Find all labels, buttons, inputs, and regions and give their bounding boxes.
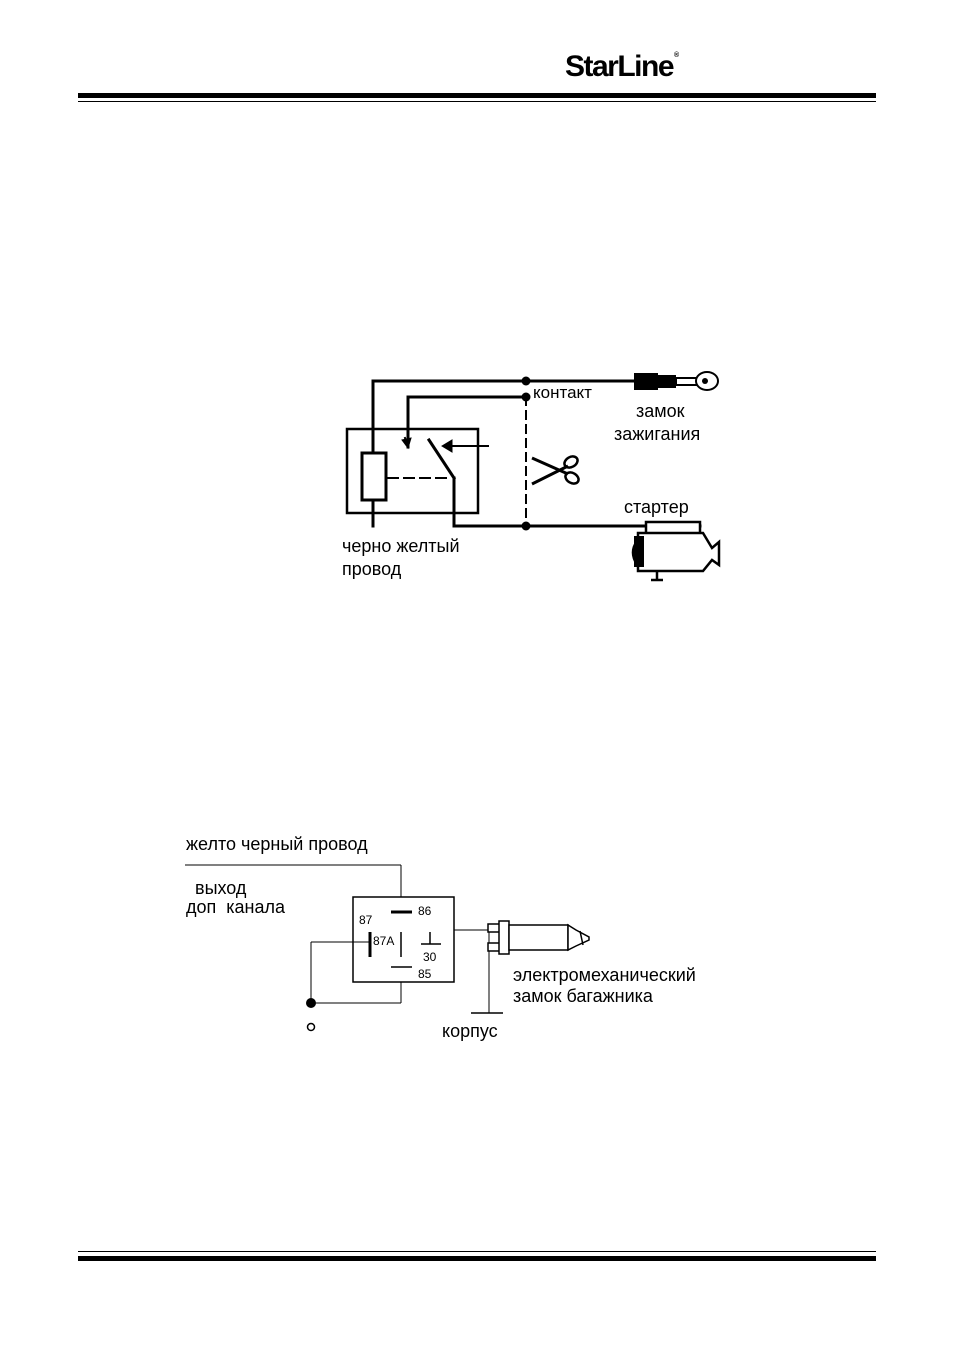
- connector-dot-filled: [306, 998, 316, 1008]
- label-output-1: выход: [195, 879, 246, 898]
- pin-86: 86: [418, 905, 431, 918]
- relay-icon: [353, 897, 454, 982]
- pin-85: 85: [418, 968, 431, 981]
- pin-30: 30: [423, 951, 436, 964]
- label-yellow-black-wire: желто черный провод: [186, 835, 368, 854]
- label-lock-2: замок багажника: [513, 987, 653, 1006]
- pin-87: 87: [359, 914, 372, 927]
- connector-dot-open: [308, 1024, 315, 1031]
- label-output-2: доп канала: [186, 898, 285, 917]
- pin-87a: 87A: [373, 935, 394, 948]
- label-ground: корпус: [442, 1022, 498, 1041]
- trunk-lock-actuator-icon: [488, 921, 589, 954]
- label-lock-1: электромеханический: [513, 966, 696, 985]
